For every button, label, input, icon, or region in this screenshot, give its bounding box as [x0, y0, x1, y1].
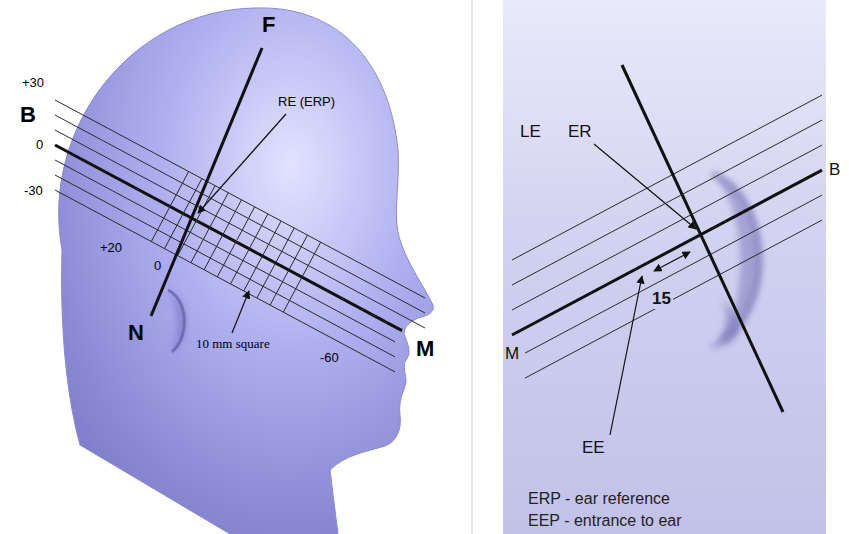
point-letter: B: [20, 102, 36, 128]
leader-line: [610, 276, 642, 435]
b-m-line: [512, 170, 822, 335]
offset-value: 0: [154, 258, 161, 273]
leader-line: [594, 144, 696, 229]
legend-note: EEP - entrance to ear: [528, 512, 682, 530]
zoom-panel: [503, 0, 826, 534]
leader-line: [232, 291, 249, 333]
point-label: EE: [582, 438, 605, 458]
grid-lines: [151, 172, 320, 313]
offset-value: +30: [22, 75, 44, 90]
f-n-line: [622, 65, 783, 412]
dimension-value: 15: [650, 289, 673, 309]
point-letter: M: [416, 336, 434, 362]
band-lines: [55, 100, 425, 372]
legend-note: ERP - ear reference: [528, 490, 670, 508]
ear-shading: [168, 290, 186, 352]
grid-note: 10 mm square: [196, 336, 270, 352]
point-letter: M: [505, 344, 519, 364]
dimension-arrow: [654, 252, 690, 271]
point-label: LE: [520, 122, 541, 142]
offset-value: -60: [320, 350, 339, 365]
point-letter: B: [829, 160, 840, 180]
point-letter: N: [128, 320, 144, 346]
offset-value: 0: [36, 137, 43, 152]
band-lines: [512, 95, 822, 378]
ear-outline: [168, 290, 184, 352]
b-m-line: [55, 145, 402, 331]
offset-value: +20: [100, 240, 122, 255]
point-letter: F: [262, 12, 275, 38]
f-n-line: [151, 48, 262, 316]
point-label: ER: [568, 122, 592, 142]
leader-line: [198, 114, 286, 213]
offset-value: -30: [24, 183, 43, 198]
panel-divider: [472, 0, 473, 534]
head-outline: [59, 8, 434, 534]
reference-label: RE (ERP): [278, 94, 335, 109]
